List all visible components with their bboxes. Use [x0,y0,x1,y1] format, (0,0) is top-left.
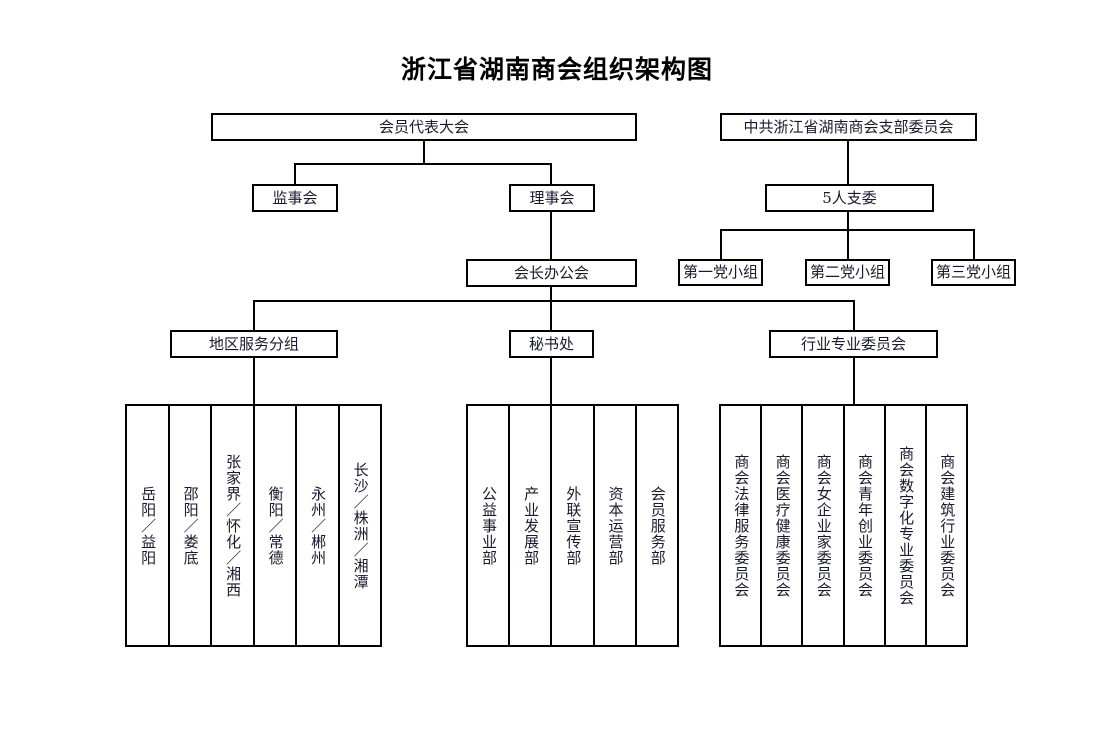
regional-column-label: 永州／郴州 [309,485,328,566]
connector-assembly-split [294,163,552,165]
node-assembly[interactable]: 会员代表大会 [211,113,637,141]
secretariat-column-cell[interactable]: 外联宣传部 [552,406,595,645]
node-secretariat[interactable]: 秘书处 [509,330,594,358]
connector-party-committee-stem [847,212,849,230]
secretariat-column-cell[interactable]: 公益事业部 [468,406,511,645]
node-party-group-1[interactable]: 第一党小组 [678,259,763,286]
node-party-group-3[interactable]: 第三党小组 [931,259,1016,286]
node-party-committee[interactable]: 5人支委 [765,184,934,212]
page-title: 浙江省湖南商会组织架构图 [400,55,713,84]
connector-to-party-group-3 [973,229,975,259]
node-party-group-2[interactable]: 第二党小组 [805,259,890,286]
connector-secretariat-stem [550,358,552,404]
connector-to-supervisory [294,163,296,184]
connector-to-party-group-1 [720,229,722,259]
committee-columns-group: 商会法律服务委员会 商会医疗健康委员会 商会女企业家委员会 商会青年创业委员会 商会数字… [719,404,968,647]
regional-column-cell[interactable]: 岳阳／益阳 [127,406,170,645]
regional-columns-group: 岳阳／益阳 邵阳／娄底 张家界／怀化／湘西 衡阳／常德 永州／郴州 长沙／株洲／湘潭 [125,404,382,647]
secretariat-column-label: 公益事业部 [479,485,498,566]
node-supervisory-board[interactable]: 监事会 [252,184,338,212]
regional-column-cell[interactable]: 邵阳／娄底 [170,406,212,645]
committee-column-cell[interactable]: 商会医疗健康委员会 [762,406,804,645]
regional-column-cell[interactable]: 张家界／怀化／湘西 [212,406,255,645]
connector-to-secretariat [550,300,552,330]
committee-column-label: 商会女企业家委员会 [814,453,833,598]
regional-column-label: 邵阳／娄底 [181,485,200,566]
connector-to-council [550,163,552,184]
committee-column-cell[interactable]: 商会数字化专业委员会 [886,406,927,645]
connector-party-branch-to-committee [847,141,849,184]
committee-column-cell[interactable]: 商会法律服务委员会 [721,406,763,645]
regional-column-label: 张家界／怀化／湘西 [224,453,243,598]
regional-column-cell[interactable]: 长沙／株洲／湘潭 [340,406,381,645]
connector-to-industry-committees [853,300,855,330]
connector-council-to-president-office [550,212,552,259]
regional-column-label: 长沙／株洲／湘潭 [351,461,370,590]
node-president-office[interactable]: 会长办公会 [466,259,637,287]
secretariat-column-cell[interactable]: 会员服务部 [637,406,677,645]
node-council[interactable]: 理事会 [509,184,595,212]
committee-column-label: 商会法律服务委员会 [732,453,751,598]
regional-column-label: 衡阳／常德 [266,485,285,566]
secretariat-columns-group: 公益事业部 产业发展部 外联宣传部 资本运营部 会员服务部 [466,404,679,647]
secretariat-column-cell[interactable]: 资本运营部 [595,406,637,645]
connector-to-party-group-2 [847,229,849,259]
committee-column-label: 商会青年创业委员会 [855,453,874,598]
node-regional-groups[interactable]: 地区服务分组 [170,330,338,358]
node-party-branch-committee[interactable]: 中共浙江省湖南商会支部委员会 [720,113,977,141]
secretariat-column-label: 资本运营部 [606,485,625,566]
node-industry-committees[interactable]: 行业专业委员会 [769,330,938,358]
committee-column-cell[interactable]: 商会建筑行业委员会 [927,406,966,645]
secretariat-column-label: 产业发展部 [522,485,541,566]
connector-president-office-stem [550,287,552,301]
committee-column-label: 商会医疗健康委员会 [773,453,792,598]
committee-column-label: 商会建筑行业委员会 [938,453,957,598]
regional-column-cell[interactable]: 永州／郴州 [297,406,340,645]
secretariat-column-label: 会员服务部 [648,485,667,566]
secretariat-column-label: 外联宣传部 [564,485,583,566]
regional-column-label: 岳阳／益阳 [139,485,158,566]
connector-level4-split [253,300,855,302]
regional-column-cell[interactable]: 衡阳／常德 [255,406,297,645]
committee-column-cell[interactable]: 商会女企业家委员会 [803,406,845,645]
connector-industry-committees-stem [853,358,855,404]
connector-assembly-stem [423,141,425,164]
secretariat-column-cell[interactable]: 产业发展部 [510,406,553,645]
committee-column-label: 商会数字化专业委员会 [897,445,916,606]
connector-regional-groups-stem [253,358,255,404]
connector-to-regional-groups [253,300,255,330]
committee-column-cell[interactable]: 商会青年创业委员会 [845,406,886,645]
